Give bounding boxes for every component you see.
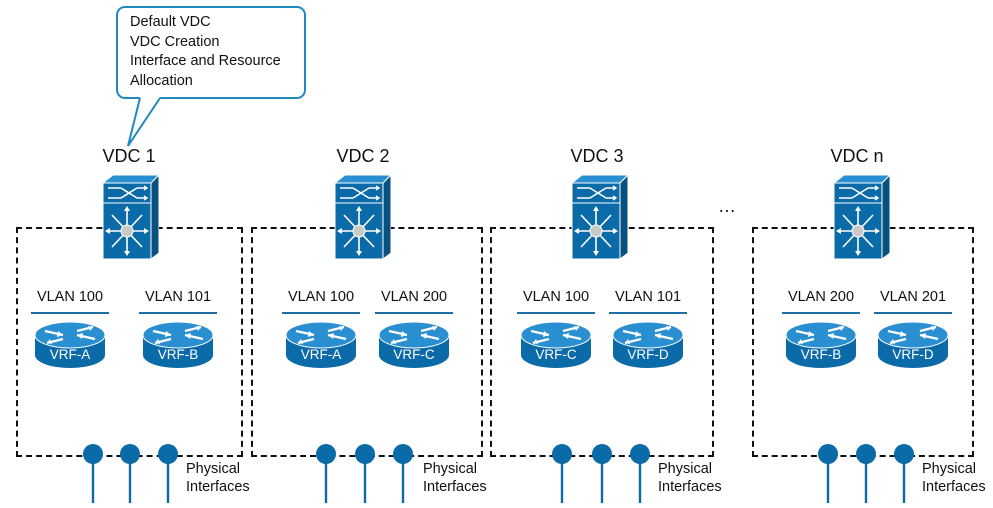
callout-line: VDC Creation [130,33,220,50]
vlan-underline [874,312,952,314]
interface-port-icon [157,443,179,503]
vlan-underline [375,312,453,314]
nexus-switch-icon [99,173,161,260]
callout-line: Interface and Resource [130,53,281,69]
vlan-underline [782,312,860,314]
nexus-switch-icon [331,173,393,260]
interface-port-icon [354,443,376,503]
interface-port-icon [392,443,414,503]
router-icon [284,317,358,371]
vlan-underline [609,312,687,314]
physical-interfaces-line: Physical [186,461,240,477]
interface-port-icon [893,443,915,503]
vrf-label: VRF-C [535,347,577,362]
vrf-label: VRF-B [800,347,842,362]
vlan-label: VLAN 200 [787,289,855,305]
interface-port-icon [315,443,337,503]
vrf-label: VRF-A [300,347,342,362]
vlan-underline [282,312,360,314]
physical-interfaces-line: Physical [423,461,477,477]
interface-port-icon [82,443,104,503]
vdc-title: VDC 2 [336,146,390,166]
vlan-label: VLAN 101 [614,289,682,305]
physical-interfaces-line: Interfaces [922,479,986,495]
vrf-label: VRF-D [627,347,669,362]
vlan-underline [517,312,595,314]
callout-line: Default VDC [130,14,211,30]
ellipsis-separator: … [718,196,737,216]
interface-port-icon [629,443,651,503]
interface-port-icon [551,443,573,503]
router-icon [141,317,215,371]
interface-port-icon [817,443,839,503]
nexus-switch-icon [830,173,892,260]
vlan-label: VLAN 100 [36,289,104,305]
interface-port-icon [591,443,613,503]
router-icon [876,317,950,371]
vlan-label: VLAN 101 [144,289,212,305]
vrf-label: VRF-D [892,347,934,362]
physical-interfaces-line: Interfaces [423,479,487,495]
physical-interfaces-line: Physical [922,461,976,477]
router-icon [33,317,107,371]
vlan-underline [139,312,217,314]
vrf-label: VRF-B [157,347,199,362]
vrf-label: VRF-A [49,347,91,362]
router-icon [784,317,858,371]
interface-port-icon [855,443,877,503]
physical-interfaces-line: Interfaces [186,479,250,495]
nexus-switch-icon [568,173,630,260]
callout-line: Allocation [130,72,193,89]
vdc-title: VDC n [830,146,884,166]
router-icon [611,317,685,371]
vlan-label: VLAN 200 [380,289,448,305]
callout-box: Default VDC VDC Creation Interface and R… [116,6,306,99]
router-icon [377,317,451,371]
physical-interfaces-line: Physical [658,461,712,477]
vrf-label: VRF-C [393,347,435,362]
physical-interfaces-line: Interfaces [658,479,722,495]
vlan-label: VLAN 201 [879,289,947,305]
vdc-title: VDC 1 [102,146,156,166]
router-icon [519,317,593,371]
interface-port-icon [119,443,141,503]
vlan-label: VLAN 100 [287,289,355,305]
vlan-label: VLAN 100 [522,289,590,305]
vdc-title: VDC 3 [570,146,624,166]
vlan-underline [31,312,109,314]
